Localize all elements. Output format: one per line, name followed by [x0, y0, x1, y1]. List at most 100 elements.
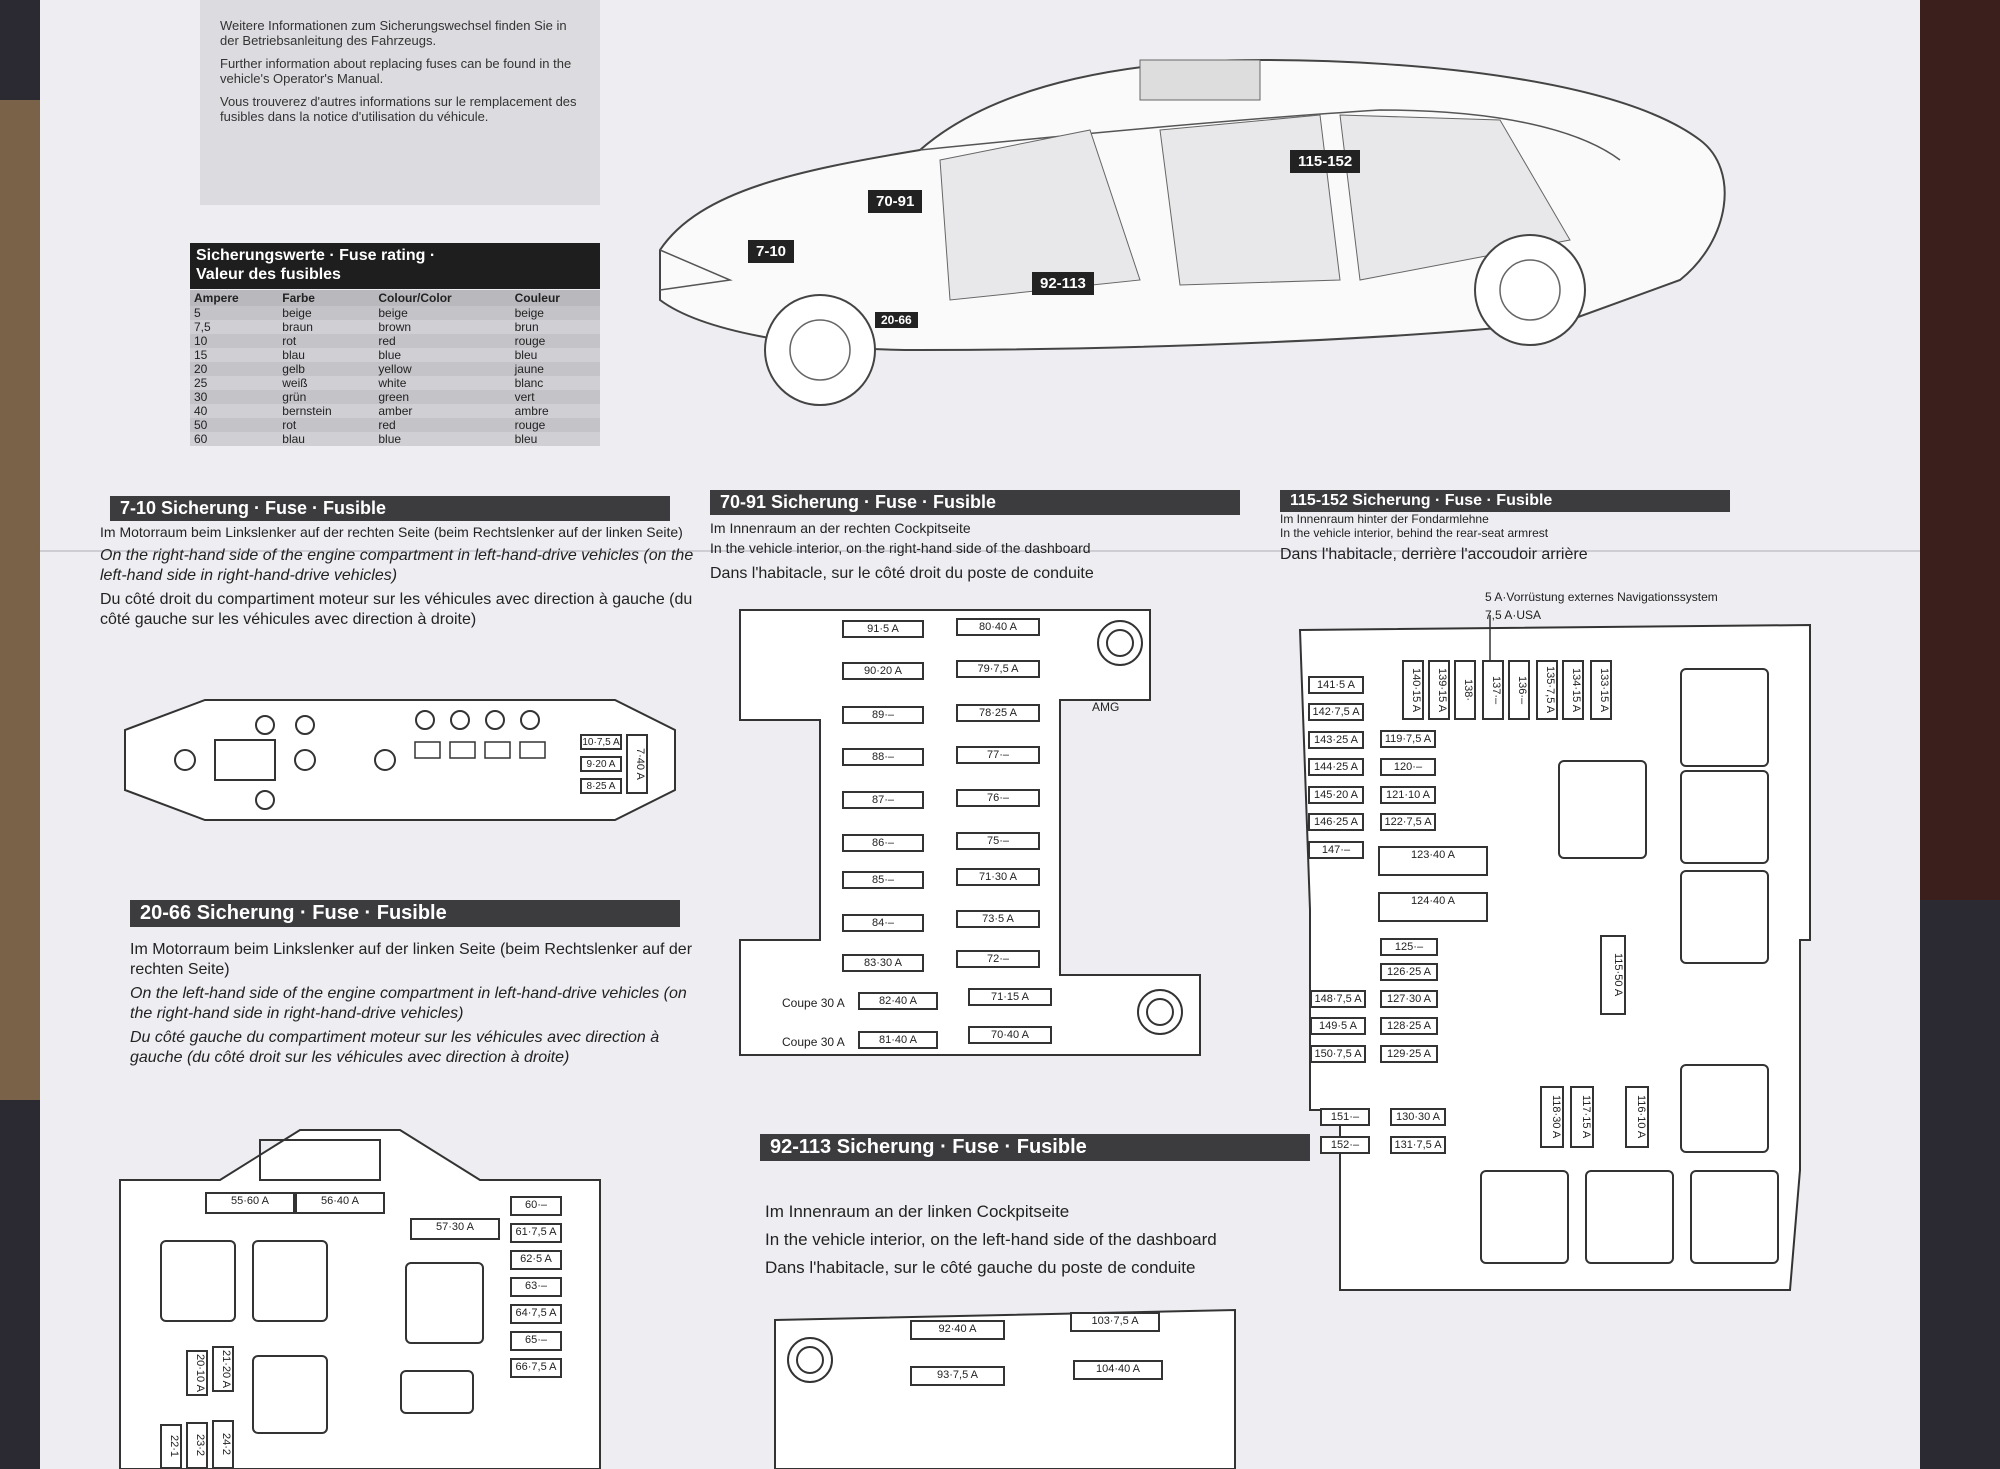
sec-70-91-title: 70-91 Sicherung · Fuse · Fusible — [710, 490, 1240, 515]
rating-cell: beige — [374, 306, 511, 320]
rating-cell: blue — [374, 432, 511, 446]
rating-cell: brown — [374, 320, 511, 334]
sec-7-10-de: Im Motorraum beim Linkslenker auf der re… — [100, 524, 683, 540]
rating-cell: rot — [278, 418, 375, 432]
car-label-70-91: 70-91 — [868, 190, 923, 213]
fuse-115-left-1: 142·7,5 A — [1308, 703, 1364, 721]
relay — [400, 1370, 474, 1414]
coupe-note-1: Coupe 30 A — [782, 996, 845, 1010]
car-illustration — [659, 58, 1726, 406]
fuse-115-mid-1: 120·– — [1380, 758, 1436, 776]
fuse-115-left-6: 147·– — [1308, 841, 1364, 859]
fuse-115-top-0: 140·15 A — [1402, 660, 1424, 720]
rating-cell: beige — [278, 306, 375, 320]
fuse-124: 124·40 A — [1378, 892, 1488, 922]
rating-header: Couleur — [510, 290, 600, 306]
rating-cell: 30 — [190, 390, 279, 404]
rating-cell: rouge — [510, 334, 600, 348]
sec-92-113-fr: Dans l'habitacle, sur le côté gauche du … — [765, 1258, 1196, 1277]
rating-cell: braun — [278, 320, 375, 334]
rating-cell: 50 — [190, 418, 279, 432]
fuse-115-mid-2: 121·10 A — [1380, 786, 1436, 804]
fuse-70-right-4: 76·– — [956, 789, 1040, 807]
rating-cell: blue — [374, 348, 511, 362]
fuse-70-left-8: 83·30 A — [842, 954, 924, 972]
fuse-115-bottom-1: 117·15 A — [1570, 1086, 1594, 1148]
rating-cell: blanc — [510, 376, 600, 390]
sec-7-10-title: 7-10 Sicherung · Fuse · Fusible — [110, 496, 670, 521]
sec-92-113-title: 92-113 Sicherung · Fuse · Fusible — [760, 1134, 1310, 1161]
fuse-9: 9·20 A — [580, 756, 622, 772]
fuse-115-midlow-0: 125·– — [1380, 938, 1438, 956]
car-label-115-152: 115-152 — [1290, 150, 1361, 173]
relay — [160, 1240, 236, 1322]
leather-surface — [1910, 0, 2000, 900]
fuse-70-right-1: 79·7,5 A — [956, 660, 1040, 678]
fuse-151: 151·– — [1320, 1108, 1370, 1126]
paper-fold — [40, 550, 1920, 552]
sec-20-66-de: Im Motorraum beim Linkslenker auf der li… — [130, 941, 693, 978]
fuse-70-left-4: 87·– — [842, 791, 924, 809]
rating-cell: weiß — [278, 376, 375, 390]
fuse-70-right-3: 77·– — [956, 746, 1040, 764]
fuse-115-top-2: 138· — [1454, 660, 1476, 720]
rating-cell: 60 — [190, 432, 279, 446]
fuse-70-left-5: 86·– — [842, 834, 924, 852]
fuse-57: 57·30 A — [410, 1218, 500, 1240]
sec-115-152-de: Im Innenraum hinter der Fondarmlehne — [1280, 512, 1489, 526]
info-de: Weitere Informationen zum Sicherungswech… — [220, 18, 567, 48]
sec-7-10-fr: Du côté droit du compartiment moteur sur… — [100, 591, 693, 628]
rating-title: Sicherungswerte · Fuse rating · Valeur d… — [190, 243, 600, 289]
relay — [252, 1240, 328, 1322]
fuse-115-left-2: 143·25 A — [1308, 731, 1364, 749]
fuse-70-left-2: 89·– — [842, 706, 924, 724]
fuse-chart-sheet: ! Weitere Informationen zum Sicherungswe… — [40, 0, 1920, 1469]
fusebox-92-113-outline — [774, 1308, 1236, 1469]
rating-header: Farbe — [278, 290, 375, 306]
rating-cell: green — [374, 390, 511, 404]
sec-70-91-en: In the vehicle interior, on the right-ha… — [710, 540, 1091, 556]
fuse-115-bottom-0: 118·30 A — [1540, 1086, 1564, 1148]
sec-115-152-en: In the vehicle interior, behind the rear… — [1280, 526, 1549, 540]
fuse-64: 64·7,5 A — [510, 1304, 562, 1324]
usa-note: 7,5 A·USA — [1485, 608, 1542, 622]
fuse-8: 8·25 A — [580, 778, 622, 794]
fuse-70-right-9: 71·15 A — [968, 988, 1052, 1006]
nav-note: 5 A·Vorrüstung externes Navigationssyste… — [1485, 590, 1718, 604]
rating-cell: bleu — [510, 432, 600, 446]
fuse-115-left-4: 145·20 A — [1308, 786, 1364, 804]
fuse-115-midlow-3: 128·25 A — [1380, 1017, 1438, 1035]
relay — [1480, 1170, 1569, 1264]
fuse-70-left-7: 84·– — [842, 914, 924, 932]
fuse-70-right-5: 75·– — [956, 832, 1040, 850]
fuse-115-leftlow-0: 148·7,5 A — [1310, 990, 1366, 1008]
rating-cell: grün — [278, 390, 375, 404]
rating-cell: bernstein — [278, 404, 375, 418]
fuse-93: 93·7,5 A — [910, 1366, 1005, 1386]
fuse-70-right-6: 71·30 A — [956, 868, 1040, 886]
rating-cell: 25 — [190, 376, 279, 390]
info-fr: Vous trouverez d'autres informations sur… — [220, 94, 577, 124]
fuse-22: 22·1 — [160, 1424, 182, 1469]
fuse-115-left-5: 146·25 A — [1308, 813, 1364, 831]
rating-cell: gelb — [278, 362, 375, 376]
sec-115-152-fr: Dans l'habitacle, derrière l'accoudoir a… — [1280, 546, 1588, 563]
rating-cell: beige — [510, 306, 600, 320]
rating-cell: rot — [278, 334, 375, 348]
relay — [405, 1262, 484, 1344]
sec-92-113-en: In the vehicle interior, on the left-han… — [765, 1230, 1217, 1249]
sec-115-152-desc: Im Innenraum hinter der Fondarmlehne In … — [1280, 512, 1740, 563]
fuse-130: 130·30 A — [1390, 1108, 1446, 1126]
fuse-70-right-10: 70·40 A — [968, 1026, 1052, 1044]
fuse-70-left-9: 82·40 A — [858, 992, 938, 1010]
fuse-70-left-6: 85·– — [842, 871, 924, 889]
fuse-152: 152·– — [1320, 1136, 1370, 1154]
fuse-115-mid-3: 122·7,5 A — [1380, 813, 1436, 831]
rating-cell: ambre — [510, 404, 600, 418]
fuse-65: 65·– — [510, 1331, 562, 1351]
